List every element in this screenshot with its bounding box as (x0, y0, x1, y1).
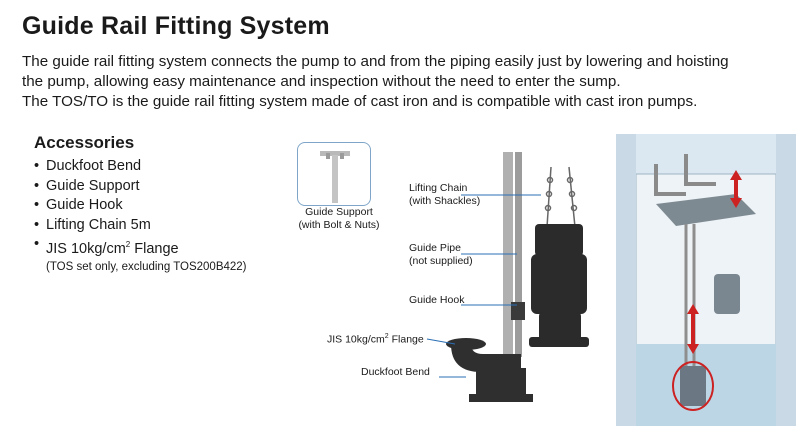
pump-raised (714, 274, 740, 314)
accessory-item: Guide Support (34, 177, 247, 197)
accessories-section: Accessories Duckfoot Bend Guide Support … (34, 133, 247, 275)
lifting-chain (544, 166, 578, 228)
guide-support-label-l1: Guide Support (305, 206, 373, 218)
flange-label-suffix: Flange (388, 333, 424, 346)
discharge-pipes (654, 154, 716, 196)
flange-label-prefix: JIS 10kg/cm (327, 333, 385, 346)
flange-prefix: JIS 10kg/cm (46, 240, 126, 257)
guide-support-image (297, 142, 371, 206)
leader-lines (426, 194, 541, 378)
accessories-list: Duckfoot Bend Guide Support Guide Hook L… (34, 157, 247, 259)
intro-line-2: the pump, allowing easy maintenance and … (22, 73, 621, 90)
accessory-item: Guide Hook (34, 196, 247, 216)
intro-line-1: The guide rail fitting system connects t… (22, 53, 729, 70)
guide-pipe-label: Guide Pipe (not supplied) (409, 242, 473, 268)
guide-hook (511, 302, 525, 320)
accessory-item: Duckfoot Bend (34, 157, 247, 177)
guide-pipe-label-l1: Guide Pipe (409, 242, 461, 254)
red-arrow-icon (687, 170, 742, 354)
flange-suffix: Flange (130, 240, 179, 257)
guide-pipe-rail (515, 152, 522, 357)
flange-label-sup: 2 (384, 333, 389, 340)
lifting-chain-label-l2: (with Shackles) (409, 195, 481, 207)
accessories-note: (TOS set only, excluding TOS200B422) (46, 261, 247, 274)
highlight-circle (672, 361, 714, 411)
guide-support-icon (320, 151, 350, 203)
guide-support-label-l2: (with Bolt & Nuts) (298, 219, 380, 231)
page-title: Guide Rail Fitting System (22, 12, 330, 40)
intro-line-3: The TOS/TO is the guide rail fitting sys… (22, 93, 698, 110)
sump-cutaway (616, 134, 796, 426)
intro-text: The guide rail fitting system connects t… (22, 52, 792, 112)
lifting-chain-label: Lifting Chain (with Shackles) (409, 182, 480, 208)
pump-diagram: Guide Support (with Bolt & Nuts) (291, 132, 609, 417)
pump-body (529, 224, 589, 347)
pump-installed (680, 366, 706, 406)
accessory-item-flange: JIS 10kg/cm2 Flange (34, 235, 247, 259)
hatch-cover (656, 194, 756, 226)
duckfoot-bend (446, 338, 533, 402)
flange-sup: 2 (125, 240, 131, 249)
lifting-chain-label-l1: Lifting Chain (409, 182, 468, 194)
sump-illustration (616, 134, 796, 426)
accessories-heading: Accessories (34, 133, 135, 152)
guide-hook-label: Guide Hook (409, 294, 465, 306)
flange-label: JIS 10kg/cm2 Flange (327, 330, 424, 347)
accessory-item: Lifting Chain 5m (34, 216, 247, 236)
pump-illustration (426, 152, 589, 402)
guide-pipe-label-l2: (not supplied) (409, 255, 473, 267)
duckfoot-label: Duckfoot Bend (361, 366, 430, 378)
guide-support-label: Guide Support (with Bolt & Nuts) (293, 206, 385, 232)
